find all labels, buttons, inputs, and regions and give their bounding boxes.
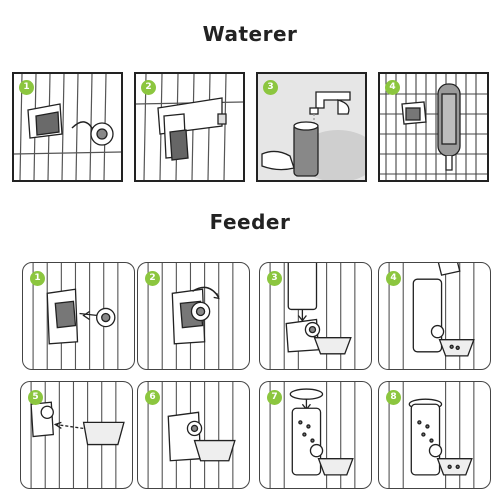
feeder-step-4-panel: 4 bbox=[378, 262, 491, 370]
waterer-step-1-panel: 1 bbox=[12, 72, 123, 182]
step-number-badge: 3 bbox=[267, 271, 282, 286]
waterer-title: Waterer bbox=[202, 22, 298, 46]
waterer-step-2-illustration bbox=[136, 74, 243, 180]
waterer-step-4-illustration bbox=[380, 74, 487, 180]
feeder-step-3-panel: 3 bbox=[259, 262, 372, 370]
step-number-badge: 2 bbox=[141, 80, 156, 95]
feeder-title: Feeder bbox=[209, 210, 291, 234]
feeder-step-4-illustration bbox=[388, 263, 475, 369]
step-number-badge: 1 bbox=[19, 80, 34, 95]
step-number-badge: 3 bbox=[263, 80, 278, 95]
feeder-step-6-panel: 6 bbox=[137, 381, 250, 489]
step-number-badge: 7 bbox=[267, 390, 282, 405]
feeder-step-5-panel: 5 bbox=[20, 381, 133, 489]
waterer-step-3-panel: 3 bbox=[256, 72, 367, 182]
step-number-badge: 1 bbox=[30, 271, 45, 286]
waterer-step-4-panel: 4 bbox=[378, 72, 489, 182]
step-number-badge: 5 bbox=[28, 390, 43, 405]
feeder-step-2-illustration bbox=[147, 263, 234, 369]
feeder-step-8-panel: 8 bbox=[378, 381, 491, 489]
step-number-badge: 2 bbox=[145, 271, 160, 286]
feeder-step-7-illustration bbox=[269, 382, 356, 488]
step-number-badge: 6 bbox=[145, 390, 160, 405]
feeder-step-2-panel: 2 bbox=[137, 262, 250, 370]
step-number-badge: 4 bbox=[385, 80, 400, 95]
waterer-step-2-panel: 2 bbox=[134, 72, 245, 182]
waterer-step-1-illustration bbox=[14, 74, 121, 180]
feeder-step-6-illustration bbox=[147, 382, 236, 488]
feeder-step-1-panel: 1 bbox=[22, 262, 135, 370]
feeder-step-1-illustration bbox=[32, 263, 119, 369]
step-number-badge: 4 bbox=[386, 271, 401, 286]
feeder-step-3-illustration bbox=[269, 263, 356, 369]
feeder-step-7-panel: 7 bbox=[259, 381, 372, 489]
step-number-badge: 8 bbox=[386, 390, 401, 405]
feeder-step-5-illustration bbox=[30, 382, 125, 488]
